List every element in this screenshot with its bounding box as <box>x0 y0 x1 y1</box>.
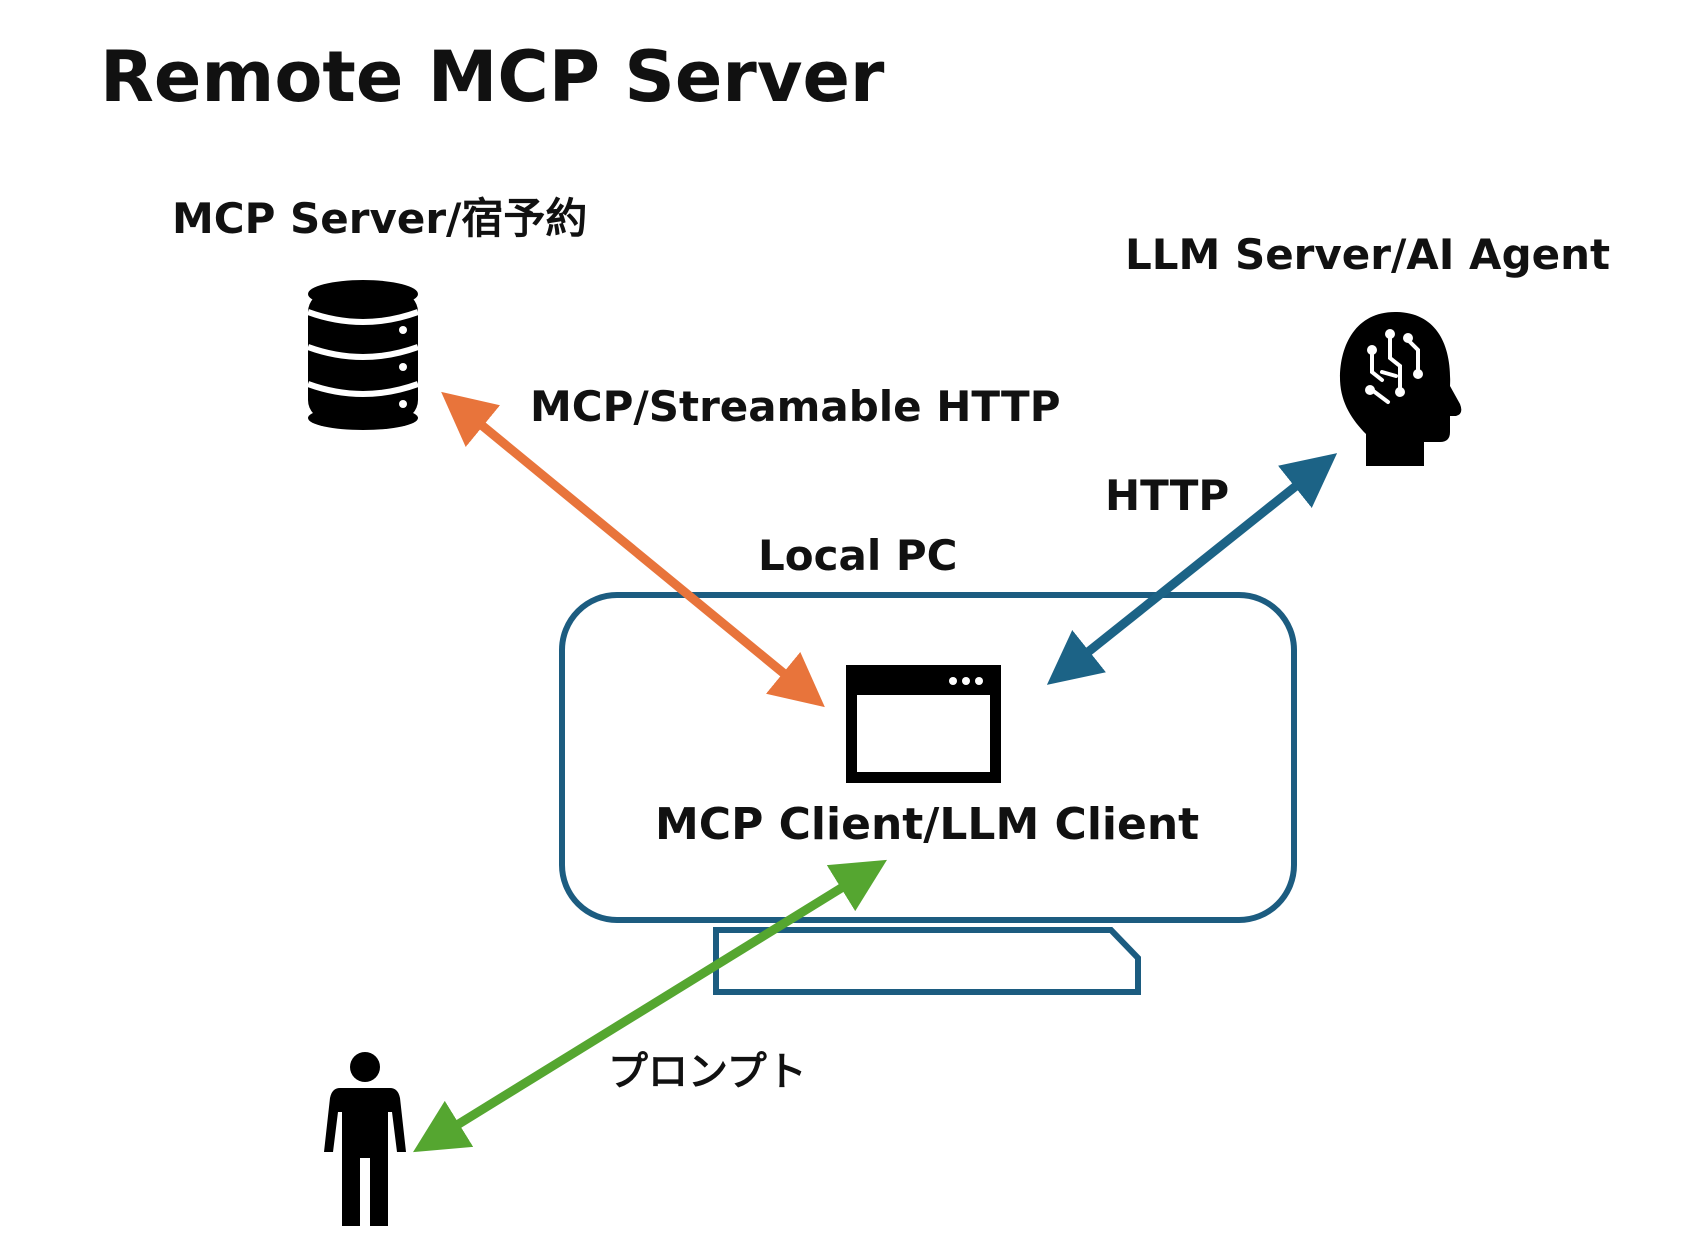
mcp-server-label: MCP Server/宿予約 <box>172 194 588 243</box>
http-arrow <box>1046 453 1338 685</box>
prompt-arrow <box>413 859 887 1153</box>
database-icon <box>306 280 420 430</box>
http-label: HTTP <box>1105 471 1230 520</box>
llm-server-label: LLM Server/AI Agent <box>1125 230 1611 279</box>
local-pc-label: Local PC <box>758 531 958 580</box>
person-icon <box>324 1052 406 1226</box>
app-window-icon <box>846 665 1001 783</box>
prompt-label: プロンプト <box>608 1049 807 1095</box>
page-title: Remote MCP Server <box>100 36 885 118</box>
mcp-streamable-http-arrow <box>441 391 825 708</box>
mcp-streamable-http-label: MCP/Streamable HTTP <box>530 382 1061 431</box>
monitor-icon <box>559 592 1297 995</box>
ai-head-icon <box>1340 312 1462 466</box>
client-label: MCP Client/LLM Client <box>655 799 1200 850</box>
